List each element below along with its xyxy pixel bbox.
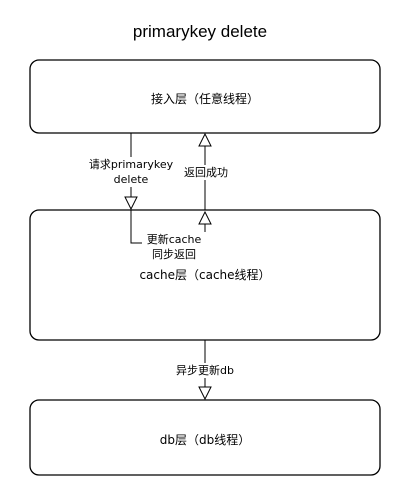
- db-layer-label: db层（db线程）: [159, 433, 251, 447]
- update-cache-label: 更新cache 同步返回: [142, 232, 206, 262]
- request-label-line2: delete: [113, 173, 149, 186]
- return-success-arrow-head: [198, 132, 212, 147]
- update-cache-label-line2: 同步返回: [152, 248, 196, 261]
- async-update-db-label: 异步更新db: [170, 363, 240, 378]
- async-update-db-arrow-head: [198, 386, 212, 401]
- access-layer-label: 接入层（任意线程）: [150, 92, 259, 106]
- request-label: 请求primarykey delete: [80, 157, 182, 187]
- request-label-line1: 请求primarykey: [88, 158, 174, 171]
- return-success-label: 返回成功: [180, 165, 232, 180]
- update-cache-label-line1: 更新cache: [146, 233, 202, 246]
- request-arrow-head: [124, 196, 138, 211]
- cache-layer-label: cache层（cache线程）: [139, 268, 271, 282]
- update-cache-arrow-head: [198, 210, 212, 225]
- diagram-title: primarykey delete: [132, 22, 268, 41]
